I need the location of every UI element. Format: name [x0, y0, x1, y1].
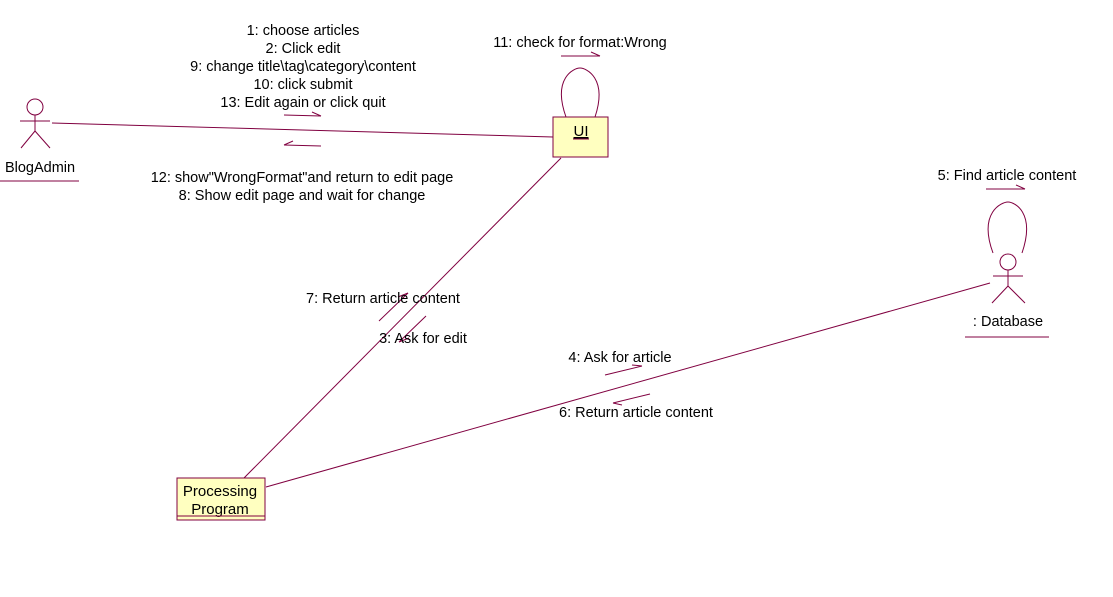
msg-db-proc-6: 6: Return article content — [559, 405, 713, 421]
processing-program-object[interactable]: Processing Program — [176, 477, 266, 521]
arrow-ui-to-proc — [398, 315, 427, 343]
ui-box — [552, 116, 609, 158]
arrow-admin-to-ui — [283, 111, 322, 117]
msg-admin-ui-1: 1: choose articles — [247, 23, 360, 39]
msg-admin-ui-13: 13: Edit again or click quit — [220, 95, 385, 111]
blog-admin-actor[interactable]: BlogAdmin — [0, 98, 79, 182]
processing-program-label-line1: Processing — [183, 483, 257, 500]
msg-admin-ui-2: 2: Click edit — [266, 41, 341, 57]
msg-db-self-5: 5: Find article content — [938, 168, 1077, 184]
blog-admin-label: BlogAdmin — [5, 160, 75, 176]
msg-proc-db-4: 4: Ask for article — [568, 350, 671, 366]
arrow-proc-to-db — [604, 364, 643, 376]
msg-ui-self-11: 11: check for format:Wrong — [493, 35, 667, 51]
link-processing-database[interactable] — [265, 282, 991, 488]
processing-program-label-line2: Program — [191, 501, 249, 518]
msg-admin-ui-9: 9: change title\tag\category\content — [190, 59, 416, 75]
blog-admin-leg-right — [34, 130, 51, 149]
msg-ui-admin-8: 8: Show edit page and wait for change — [179, 188, 426, 204]
msg-ui-admin-12: 12: show"WrongFormat"and return to edit … — [151, 170, 454, 186]
ui-object[interactable]: UI — [552, 116, 609, 158]
database-self-link[interactable] — [987, 201, 1028, 254]
arrow-db-self — [986, 184, 1026, 190]
database-head — [999, 253, 1017, 271]
database-leg-right — [1007, 285, 1026, 304]
link-ui-processing[interactable] — [243, 157, 562, 479]
database-label: : Database — [973, 314, 1043, 330]
msg-proc-ui-7: 7: Return article content — [306, 291, 460, 307]
arrow-proc-to-ui — [378, 292, 409, 322]
link-admin-ui[interactable] — [51, 122, 554, 138]
ui-label: UI — [574, 123, 589, 140]
msg-admin-ui-10: 10: click submit — [253, 77, 352, 93]
arrow-ui-self — [561, 51, 601, 57]
arrow-ui-to-admin — [283, 140, 322, 147]
processing-program-box — [176, 477, 266, 521]
blog-admin-leg-left — [20, 130, 36, 149]
arrow-db-to-proc — [612, 393, 651, 406]
database-actor[interactable]: : Database — [965, 253, 1049, 338]
database-leg-left — [991, 285, 1009, 304]
msg-ui-proc-3: 3: Ask for edit — [379, 331, 467, 347]
ui-self-link[interactable] — [560, 67, 600, 118]
blog-admin-head — [26, 98, 44, 116]
